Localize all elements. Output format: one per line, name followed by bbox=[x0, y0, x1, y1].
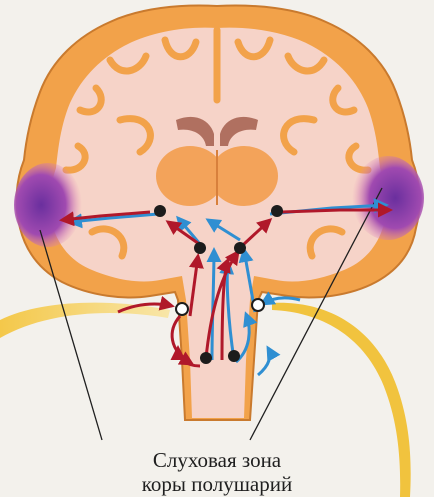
left-auditory-cortex bbox=[14, 163, 82, 247]
right-thalamus bbox=[210, 146, 278, 206]
neuron-node-icon bbox=[271, 205, 283, 217]
left-auditory-nerve bbox=[0, 303, 170, 338]
neuron-node-icon bbox=[200, 352, 212, 364]
right-auditory-cortex bbox=[352, 156, 424, 240]
neuron-node-icon bbox=[252, 299, 264, 311]
caption-line-2: коры полушарий bbox=[0, 472, 434, 496]
caption-line-1: Слуховая зона bbox=[0, 448, 434, 472]
neuron-node-icon bbox=[194, 242, 206, 254]
neuron-node-icon bbox=[176, 303, 188, 315]
neuron-node-icon bbox=[154, 205, 166, 217]
neuron-node-icon bbox=[234, 242, 246, 254]
neuron-node-icon bbox=[228, 350, 240, 362]
